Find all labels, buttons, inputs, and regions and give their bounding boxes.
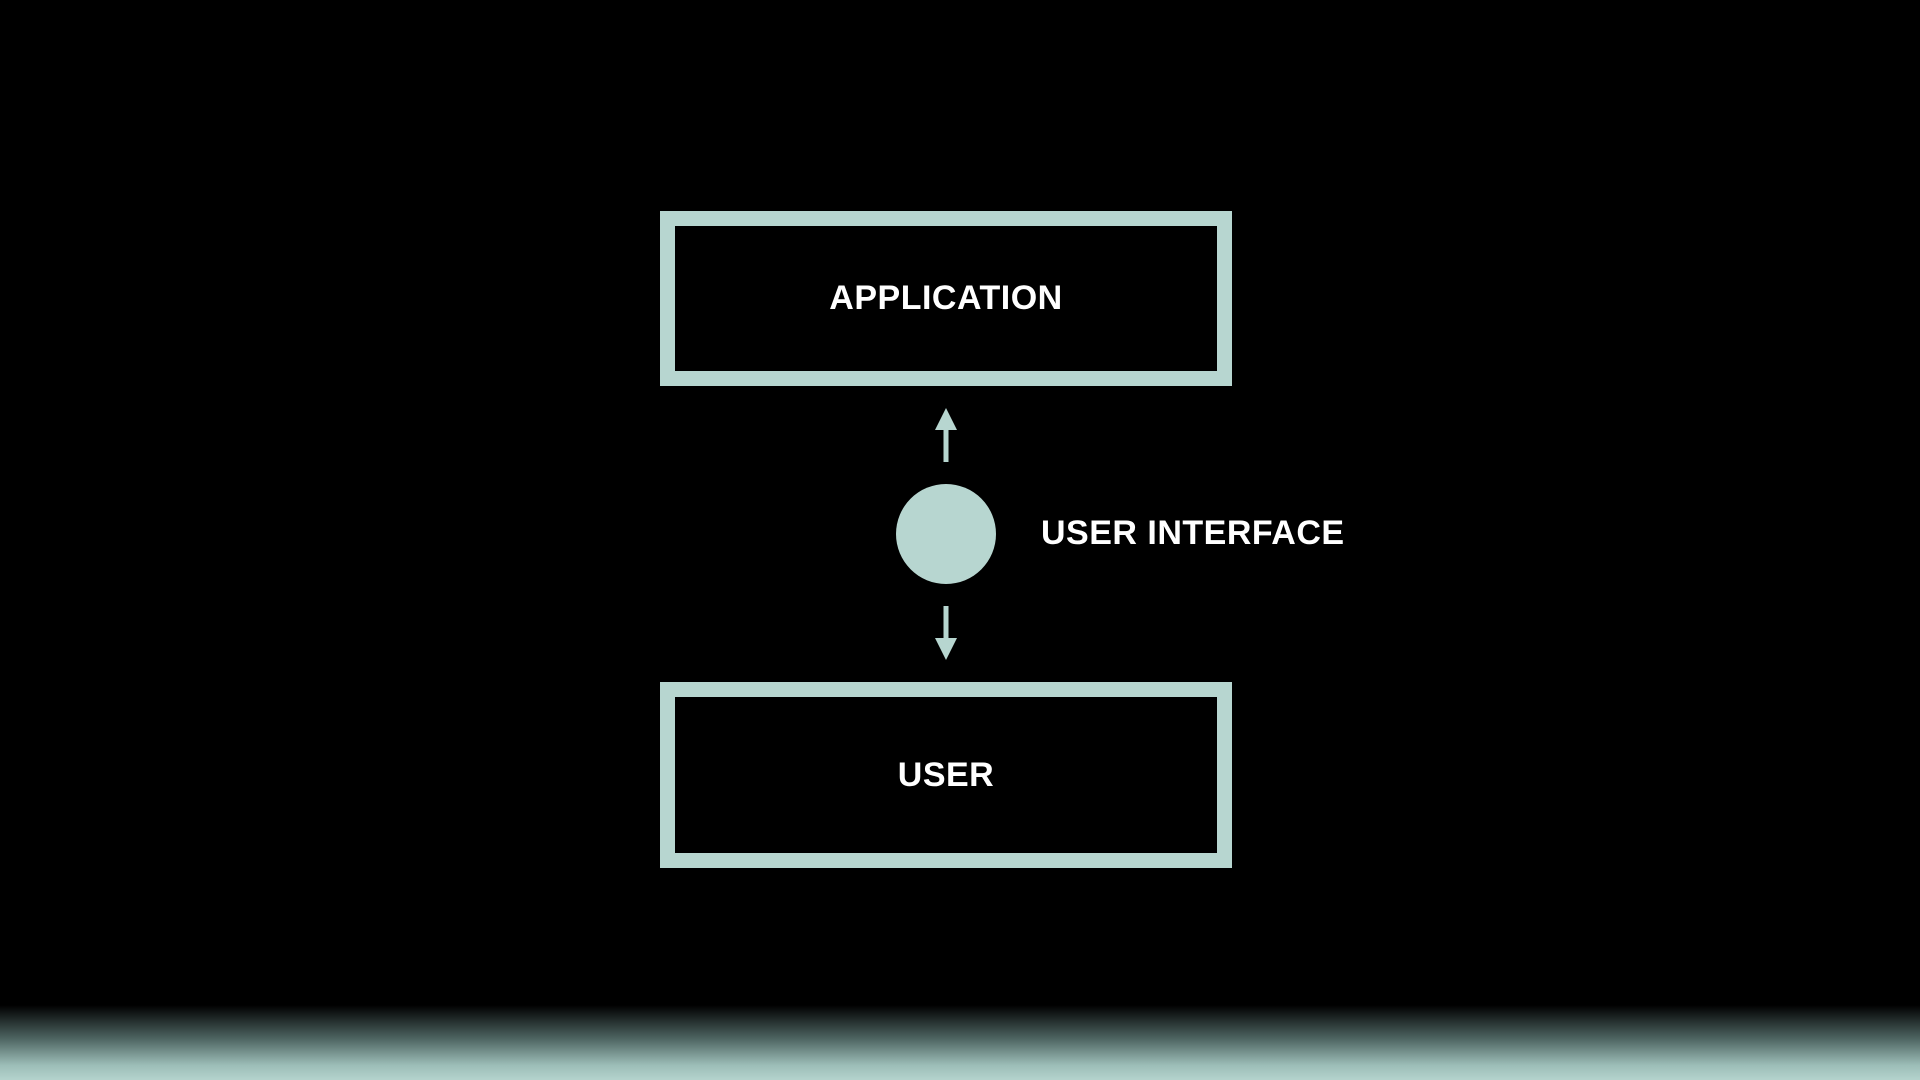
user-label: USER: [897, 755, 995, 794]
application-box: APPLICATION: [660, 211, 1232, 386]
user-interface-label: USER INTERFACE: [1041, 514, 1345, 552]
arrow-down-icon: [935, 606, 957, 660]
user-box: USER: [660, 682, 1232, 868]
arrow-up-icon: [935, 408, 957, 462]
user-interface-node: [896, 484, 996, 584]
floor-glow: [0, 1005, 1920, 1080]
application-label: APPLICATION: [829, 279, 1063, 317]
